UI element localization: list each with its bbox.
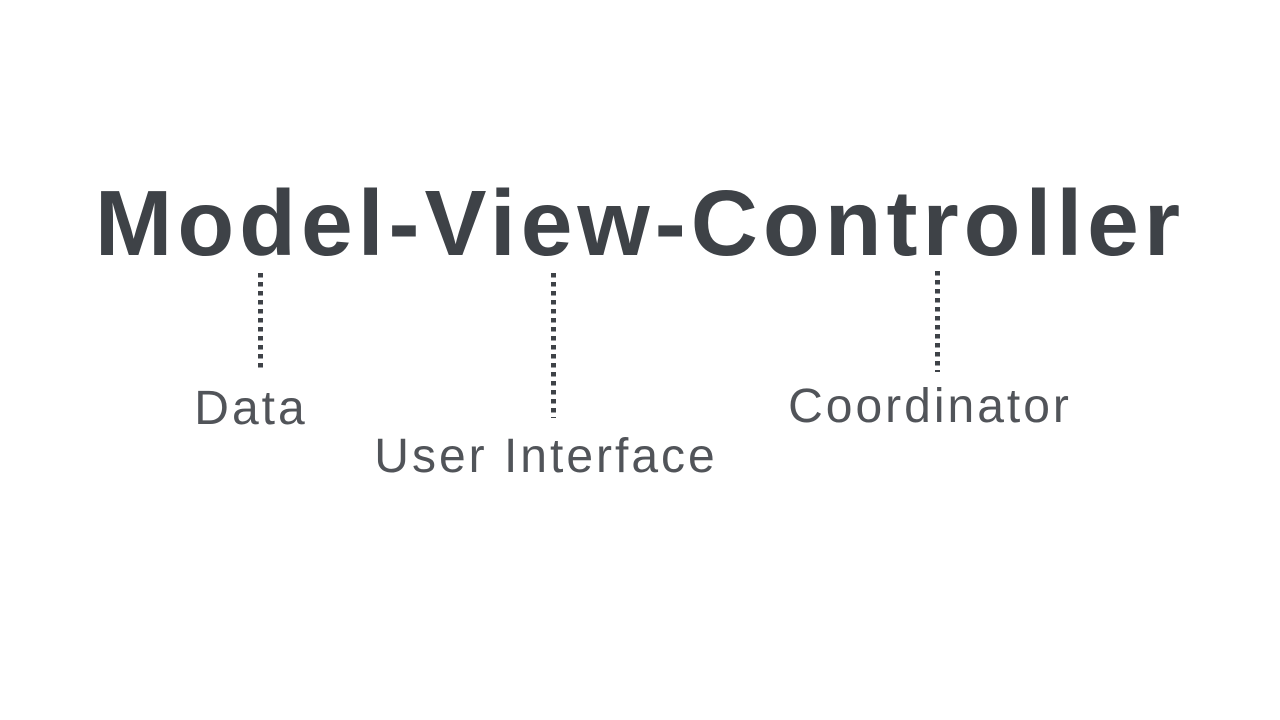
annotation-label-model: Data <box>194 382 308 435</box>
annotation-label-controller: Coordinator <box>788 380 1072 433</box>
annotation-label-view: User Interface <box>374 430 718 483</box>
dotted-connector-model <box>258 273 263 372</box>
dotted-connector-view <box>551 273 556 418</box>
dotted-connector-controller <box>935 271 940 372</box>
diagram-title: Model-View-Controller <box>94 171 1186 275</box>
